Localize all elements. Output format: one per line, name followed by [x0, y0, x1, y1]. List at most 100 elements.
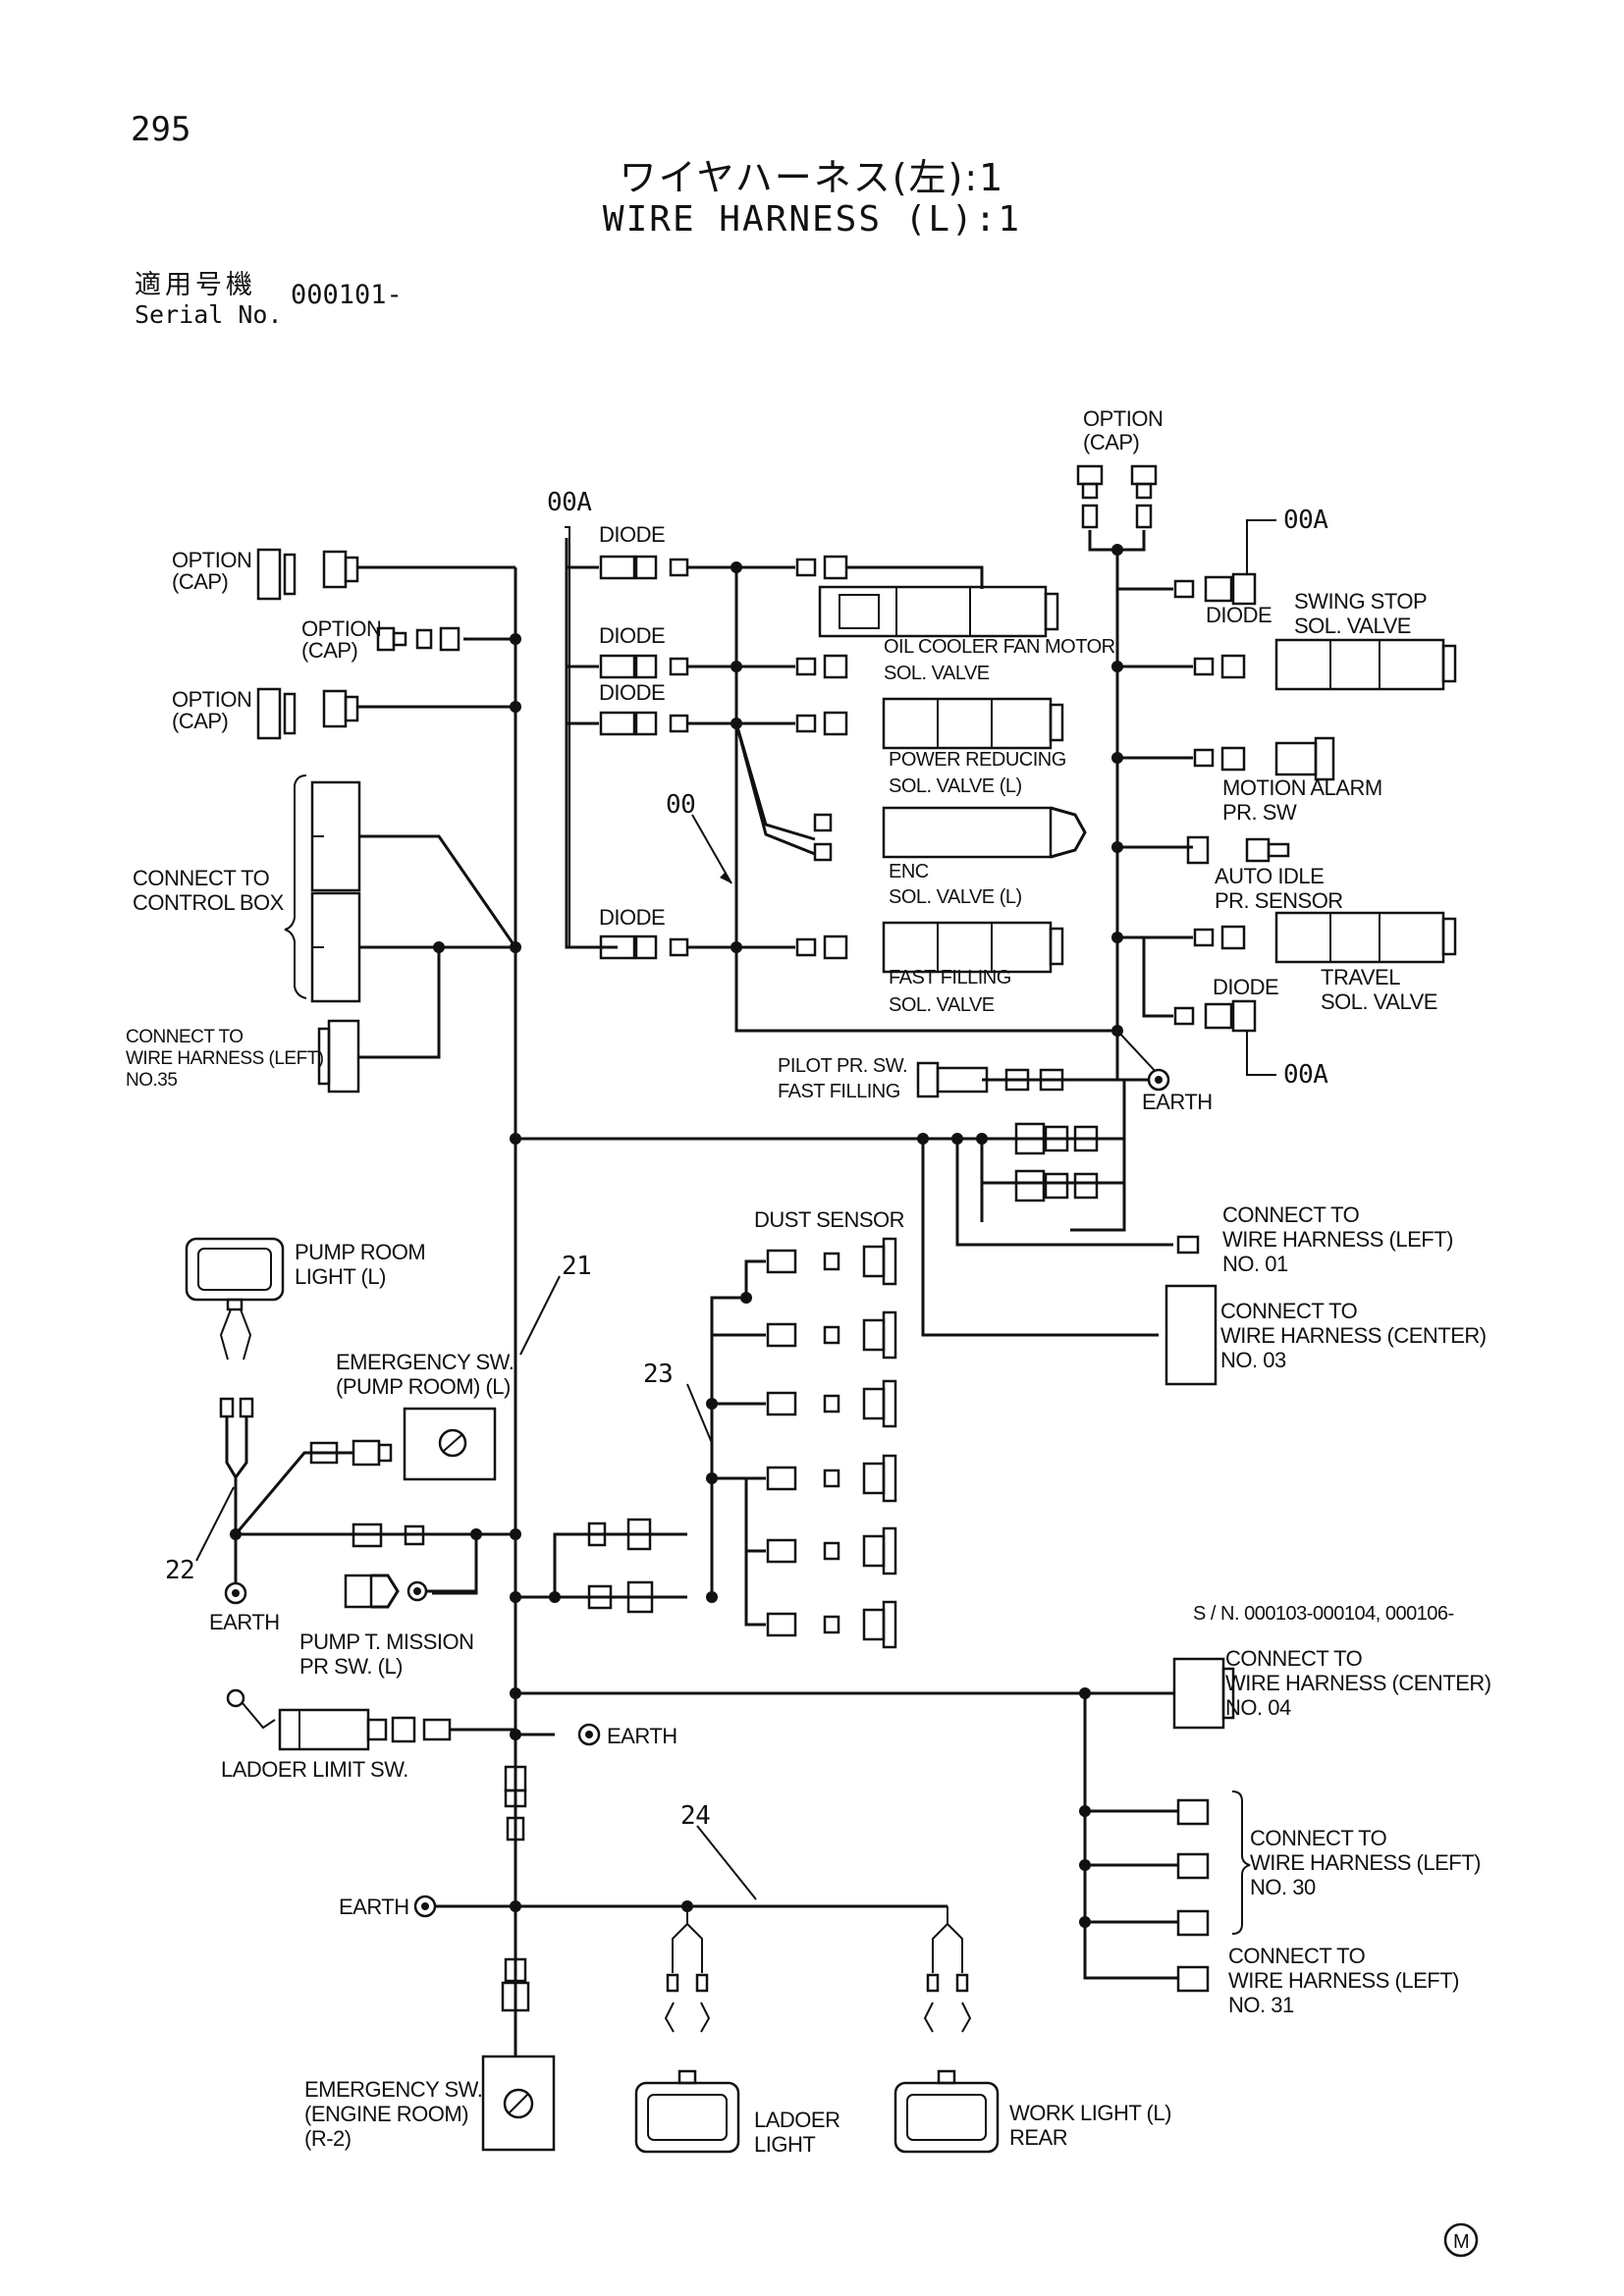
label-option-cap-3-line1: OPTION	[172, 687, 251, 712]
label-motion-alarm-line2: PR. SW	[1222, 800, 1297, 825]
label-wh-center-03-line3: NO. 03	[1220, 1348, 1286, 1372]
diode-right-bottom	[1173, 999, 1276, 1076]
emergency-switch-pump-room	[309, 1407, 497, 1481]
00a-left-bracket	[565, 526, 599, 948]
label-fast-filling-line2: SOL. VALVE	[889, 994, 995, 1016]
label-wh-left-31-line1: CONNECT TO	[1228, 1944, 1366, 1968]
label-option-cap-top-line2: (CAP)	[1083, 430, 1139, 454]
emergency-switch-engine-room	[481, 1765, 556, 2152]
diode-right-top	[1173, 519, 1276, 606]
label-pilot-pr-sw-line2: FAST FILLING	[778, 1081, 900, 1102]
label-pump-mission-line1: PUMP T. MISSION	[299, 1629, 474, 1654]
label-wh-left-31-line3: NO. 31	[1228, 1993, 1294, 2017]
ref-00-arrow	[691, 814, 732, 884]
label-ladoer-light-line1: LADOER	[754, 2108, 839, 2132]
label-pump-room-light-line1: PUMP ROOM	[295, 1240, 425, 1264]
label-diode-3: DIODE	[599, 680, 665, 705]
label-wh-left-35-line3: NO.35	[126, 1070, 177, 1091]
earth-left	[224, 1534, 247, 1605]
label-enc-line1: ENC	[889, 861, 929, 882]
label-swing-stop-line2: SOL. VALVE	[1294, 614, 1411, 638]
label-emergency-engine-line1: EMERGENCY SW.	[304, 2077, 482, 2102]
label-ref-24: 24	[680, 1801, 710, 1831]
title-english: WIRE HARNESS (L):1	[602, 199, 1022, 240]
oil-cooler-fan-motor-valve	[795, 555, 1059, 679]
label-earth-left: EARTH	[209, 1610, 280, 1634]
solenoid-junctions	[731, 561, 742, 953]
label-wh-center-04-line1: CONNECT TO	[1225, 1646, 1363, 1671]
pump-mission-switch	[344, 1522, 478, 1609]
label-enc-line2: SOL. VALVE (L)	[889, 886, 1022, 908]
label-wh-left-30-line2: WIRE HARNESS (LEFT)	[1250, 1850, 1481, 1875]
option-cap-connector-2	[376, 626, 460, 652]
label-travel-line2: SOL. VALVE	[1321, 989, 1437, 1014]
pilot-pressure-switch	[916, 1061, 1064, 1098]
label-motion-alarm-line1: MOTION ALARM	[1222, 775, 1382, 800]
label-wh-center-04-line3: NO. 04	[1225, 1695, 1291, 1720]
enc-valve	[813, 806, 1087, 862]
label-control-box-line2: CONTROL BOX	[133, 890, 285, 915]
label-pump-mission-line2: PR SW. (L)	[299, 1654, 403, 1679]
label-option-cap-3-line2: (CAP)	[172, 709, 228, 733]
label-wh-left-01-line1: CONNECT TO	[1222, 1202, 1360, 1227]
label-ref-00a-right-bottom: 00A	[1283, 1060, 1328, 1090]
label-m-mark: M	[1453, 2231, 1469, 2253]
label-diode-2: DIODE	[599, 623, 665, 648]
label-option-cap-2-line2: (CAP)	[301, 638, 357, 663]
label-diode-1: DIODE	[599, 522, 665, 547]
label-fast-filling-line1: FAST FILLING	[889, 967, 1011, 988]
dust-sensor-branch	[706, 1259, 766, 1627]
label-wh-left-31-line2: WIRE HARNESS (LEFT)	[1228, 1968, 1459, 1993]
travel-valve	[1193, 911, 1457, 964]
label-option-cap-1-line2: (CAP)	[172, 569, 228, 594]
label-travel-line1: TRAVEL	[1321, 965, 1400, 989]
motion-alarm-switch	[1193, 736, 1335, 781]
label-ref-00a-right-top: 00A	[1283, 506, 1328, 535]
label-emergency-pump-line2: (PUMP ROOM) (L)	[336, 1374, 511, 1399]
label-ref-22: 22	[165, 1556, 194, 1585]
label-power-reducing-line1: POWER REDUCING	[889, 749, 1066, 771]
label-wh-left-35-line2: WIRE HARNESS (LEFT)	[126, 1048, 324, 1069]
title-japanese: ワイヤハーネス(左):1	[619, 156, 1005, 199]
label-ref-23: 23	[643, 1360, 673, 1389]
earth-bottom-left	[413, 1895, 437, 1918]
power-reducing-valve	[795, 697, 1064, 750]
label-diode-right-1: DIODE	[1206, 603, 1272, 627]
earth-right-bus	[1116, 1030, 1170, 1092]
option-cap-connector-1	[256, 548, 359, 601]
label-auto-idle-line1: AUTO IDLE	[1215, 864, 1324, 888]
dust-sensors	[766, 1237, 897, 1649]
label-earth-ladoer: EARTH	[607, 1724, 677, 1748]
label-wh-center-03-line2: WIRE HARNESS (CENTER)	[1220, 1323, 1487, 1348]
swing-stop-valve	[1193, 638, 1457, 691]
label-pump-room-light-line2: LIGHT (L)	[295, 1264, 386, 1289]
connectors-bottom-right	[1079, 1657, 1251, 1993]
reference-arrows	[195, 1275, 757, 1900]
serial-value: 000101-	[291, 280, 403, 310]
label-wh-center-03-line1: CONNECT TO	[1220, 1299, 1358, 1323]
main-trunk-wires	[234, 565, 1173, 2010]
connectors-mid-right	[917, 1122, 1218, 1386]
label-option-cap-1-line1: OPTION	[172, 548, 251, 572]
label-diode-right-2: DIODE	[1213, 975, 1278, 999]
label-oil-cooler-line1: OIL COOLER FAN MOTOR	[884, 636, 1115, 658]
label-ref-00: 00	[666, 790, 695, 820]
fast-filling-valve	[795, 921, 1064, 974]
solenoid-branch-wires	[565, 538, 1119, 1033]
trunk-junctions	[230, 633, 693, 1912]
label-dust-sensor: DUST SENSOR	[754, 1207, 904, 1232]
label-emergency-engine-line2: (ENGINE ROOM)	[304, 2102, 468, 2126]
ladoer-light	[634, 1906, 740, 2154]
label-oil-cooler-line2: SOL. VALVE	[884, 663, 990, 684]
label-emergency-engine-line3: (R-2)	[304, 2126, 352, 2151]
label-wh-center-04-line2: WIRE HARNESS (CENTER)	[1225, 1671, 1491, 1695]
label-emergency-pump-line1: EMERGENCY SW.	[336, 1350, 514, 1374]
m-mark	[1443, 2222, 1479, 2258]
label-wh-left-01-line3: NO. 01	[1222, 1252, 1288, 1276]
label-swing-stop-line1: SWING STOP	[1294, 589, 1427, 614]
serial-label-english: Serial No.	[135, 300, 283, 329]
label-control-box-line1: CONNECT TO	[133, 866, 270, 890]
label-work-light-line1: WORK LIGHT (L)	[1009, 2101, 1171, 2125]
control-box-connector	[284, 774, 361, 1003]
